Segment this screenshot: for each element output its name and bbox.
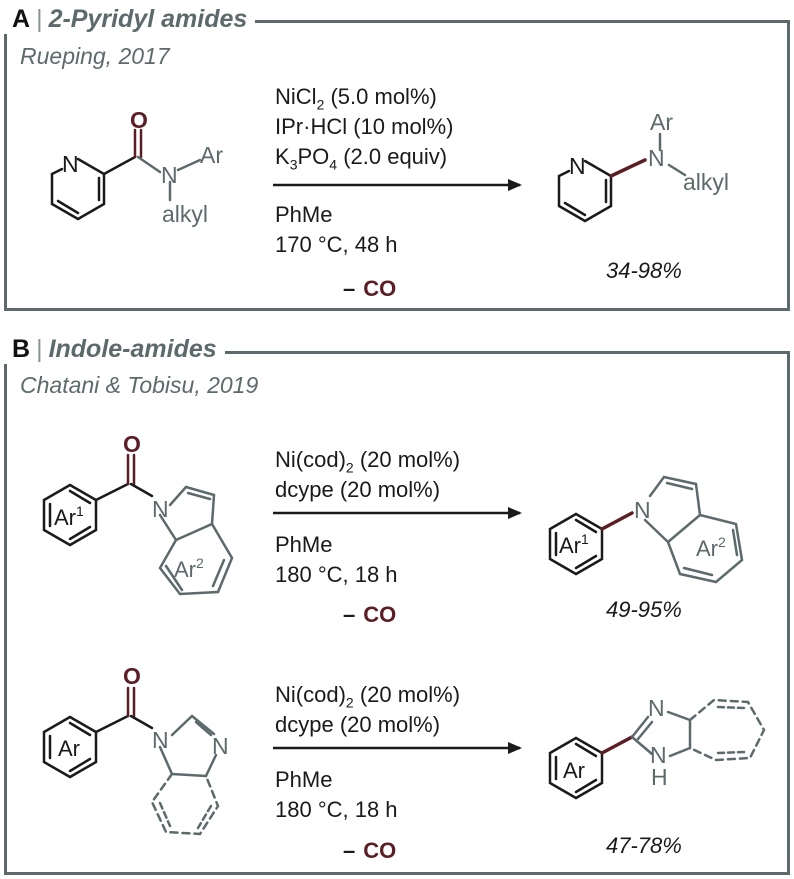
panel-a-condition-solvent: PhMe — [275, 202, 333, 227]
panel-a-sm-carbonyl-oxygen: O — [130, 107, 148, 133]
rxn1-minus-co: –CO — [343, 602, 397, 627]
panel-a-condition-ligand: IPr·HCl (10 mol%) — [275, 114, 454, 139]
rxn1-pr-ar1-label: Ar1 — [559, 531, 589, 558]
panel-a-letter: A — [12, 5, 31, 33]
rxn1-sm-ar2-label: Ar2 — [174, 555, 204, 582]
panel-b-author: Chatani & Tobisu, 2019 — [20, 372, 259, 398]
panel-a-separator: | — [36, 5, 43, 33]
rxn2-pr-ar-label: Ar — [563, 758, 585, 783]
rxn2-sm-ar-label: Ar — [58, 736, 80, 761]
rxn2-pr-nitrogen: N — [648, 695, 665, 721]
panel-a-pr-ring-nitrogen: N — [569, 153, 586, 179]
rxn2-minus-co: –CO — [343, 838, 397, 863]
rxn1-condition-ligand: dcype (20 mol%) — [275, 477, 441, 502]
rxn2-condition-solvent: PhMe — [275, 767, 333, 792]
panel-a-pr-alkyl-label: alkyl — [683, 169, 729, 195]
rxn2-product — [548, 698, 766, 800]
panel-a-sm-amide-nitrogen: N — [161, 162, 178, 188]
rxn1-yield: 49-95% — [606, 597, 682, 622]
panel-a-condition-catalyst: NiCl2 (5.0 mol%) — [275, 84, 437, 113]
rxn2-pr-nh-nitrogen: N — [650, 742, 667, 768]
rxn2-condition-temp-time: 180 °C, 18 h — [275, 797, 398, 822]
rxn2-yield: 47-78% — [606, 833, 682, 858]
panel-b-title: Indole-amides — [48, 335, 217, 363]
panel-a-minus-co: –CO — [343, 276, 397, 301]
rxn1-sm-indole-nitrogen: N — [152, 496, 169, 522]
rxn1-product — [548, 475, 744, 584]
rxn1-sm-ar1-label: Ar1 — [54, 503, 84, 530]
rxn2-condition-ligand: dcype (20 mol%) — [275, 712, 441, 737]
rxn1-pr-indole-nitrogen: N — [634, 497, 651, 523]
panel-b-separator: | — [36, 335, 43, 363]
rxn2-sm-nitrogen-1: N — [152, 727, 169, 753]
rxn2-condition-catalyst: Ni(cod)2 (20 mol%) — [275, 682, 461, 711]
panel-a-frame — [4, 20, 790, 311]
rxn2-starting-material — [42, 686, 220, 836]
panel-a-pr-ar-label: Ar — [650, 109, 673, 135]
rxn1-condition-temp-time: 180 °C, 18 h — [275, 562, 398, 587]
panel-a-sm-ring-nitrogen: N — [62, 151, 79, 177]
rxn2-sm-carbonyl-oxygen: O — [123, 663, 141, 689]
rxn1-pr-ar2-label: Ar2 — [696, 534, 726, 561]
rxn1-sm-carbonyl-oxygen: O — [123, 431, 141, 457]
rxn1-condition-solvent: PhMe — [275, 532, 333, 557]
panel-b-header: B|Indole-amides — [4, 334, 225, 364]
panel-b-frame — [4, 351, 790, 875]
panel-b-letter: B — [12, 335, 31, 363]
rxn1-starting-material — [42, 453, 234, 596]
rxn1-condition-catalyst: Ni(cod)2 (20 mol%) — [275, 447, 461, 476]
panel-a-condition-base: K3PO4 (2.0 equiv) — [275, 144, 448, 173]
panel-a-pr-amine-nitrogen: N — [648, 145, 665, 171]
rxn2-sm-nitrogen-3: N — [212, 733, 229, 759]
panel-a-title: 2-Pyridyl amides — [48, 5, 248, 33]
panel-a-sm-ar-label: Ar — [200, 142, 223, 168]
panel-a-condition-temp-time: 170 °C, 48 h — [275, 232, 398, 257]
panel-a-starting-material — [50, 128, 202, 221]
rxn2-pr-nh-hydrogen: H — [651, 764, 668, 790]
panel-a-header: A|2-Pyridyl amides — [4, 4, 256, 34]
panel-a-sm-alkyl-label: alkyl — [162, 201, 208, 227]
panel-a-yield: 34-98% — [606, 258, 682, 283]
panel-a-author: Rueping, 2017 — [20, 43, 170, 69]
panel-a-product — [557, 132, 687, 223]
